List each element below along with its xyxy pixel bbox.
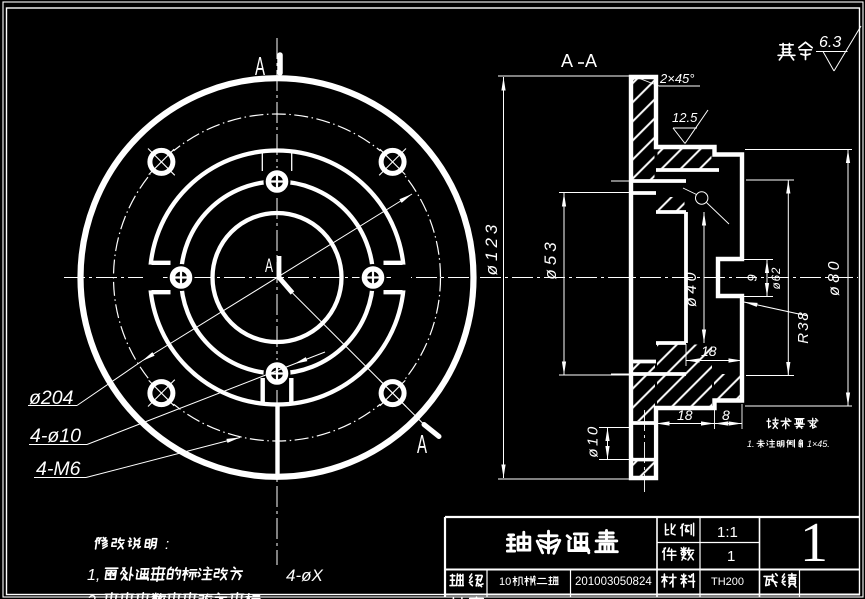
svg-text:18: 18 — [701, 343, 717, 359]
svg-text:A: A — [265, 256, 273, 277]
svg-text:R38: R38 — [795, 310, 812, 344]
svg-text:ø123: ø123 — [482, 221, 501, 276]
svg-text:1.: 1. — [747, 439, 755, 449]
svg-text:1×45.: 1×45. — [807, 439, 830, 449]
svg-text:4-M6: 4-M6 — [36, 458, 81, 480]
svg-text::: : — [165, 536, 169, 553]
svg-text:9: 9 — [745, 274, 760, 281]
svg-text:10: 10 — [499, 576, 511, 588]
svg-text:1: 1 — [800, 512, 828, 574]
svg-text:1,: 1, — [87, 567, 100, 584]
svg-text:A: A — [255, 51, 265, 81]
svg-text:201003050824: 201003050824 — [575, 576, 652, 588]
svg-text:12.5: 12.5 — [672, 110, 698, 125]
svg-text:ø204: ø204 — [29, 387, 74, 409]
svg-text:4-øX: 4-øX — [286, 566, 324, 585]
svg-text:1: 1 — [727, 548, 735, 565]
svg-text:ø53: ø53 — [541, 238, 560, 279]
svg-text:2,: 2, — [86, 593, 100, 599]
svg-text:A: A — [585, 51, 597, 71]
svg-text:1:1: 1:1 — [717, 524, 738, 541]
svg-text:A: A — [561, 51, 573, 71]
svg-text:2×45°: 2×45° — [659, 71, 694, 86]
svg-text:18: 18 — [677, 407, 693, 423]
svg-text:6.3: 6.3 — [819, 34, 841, 51]
svg-text:TH200: TH200 — [711, 576, 744, 588]
svg-text:ø80: ø80 — [826, 258, 843, 296]
svg-text:ø40: ø40 — [683, 269, 700, 307]
svg-text:8: 8 — [722, 407, 730, 423]
svg-text:4-ø10: 4-ø10 — [30, 425, 81, 447]
svg-text:ø62: ø62 — [771, 267, 783, 290]
svg-text:ø10: ø10 — [585, 424, 602, 457]
svg-text:A: A — [417, 429, 427, 459]
